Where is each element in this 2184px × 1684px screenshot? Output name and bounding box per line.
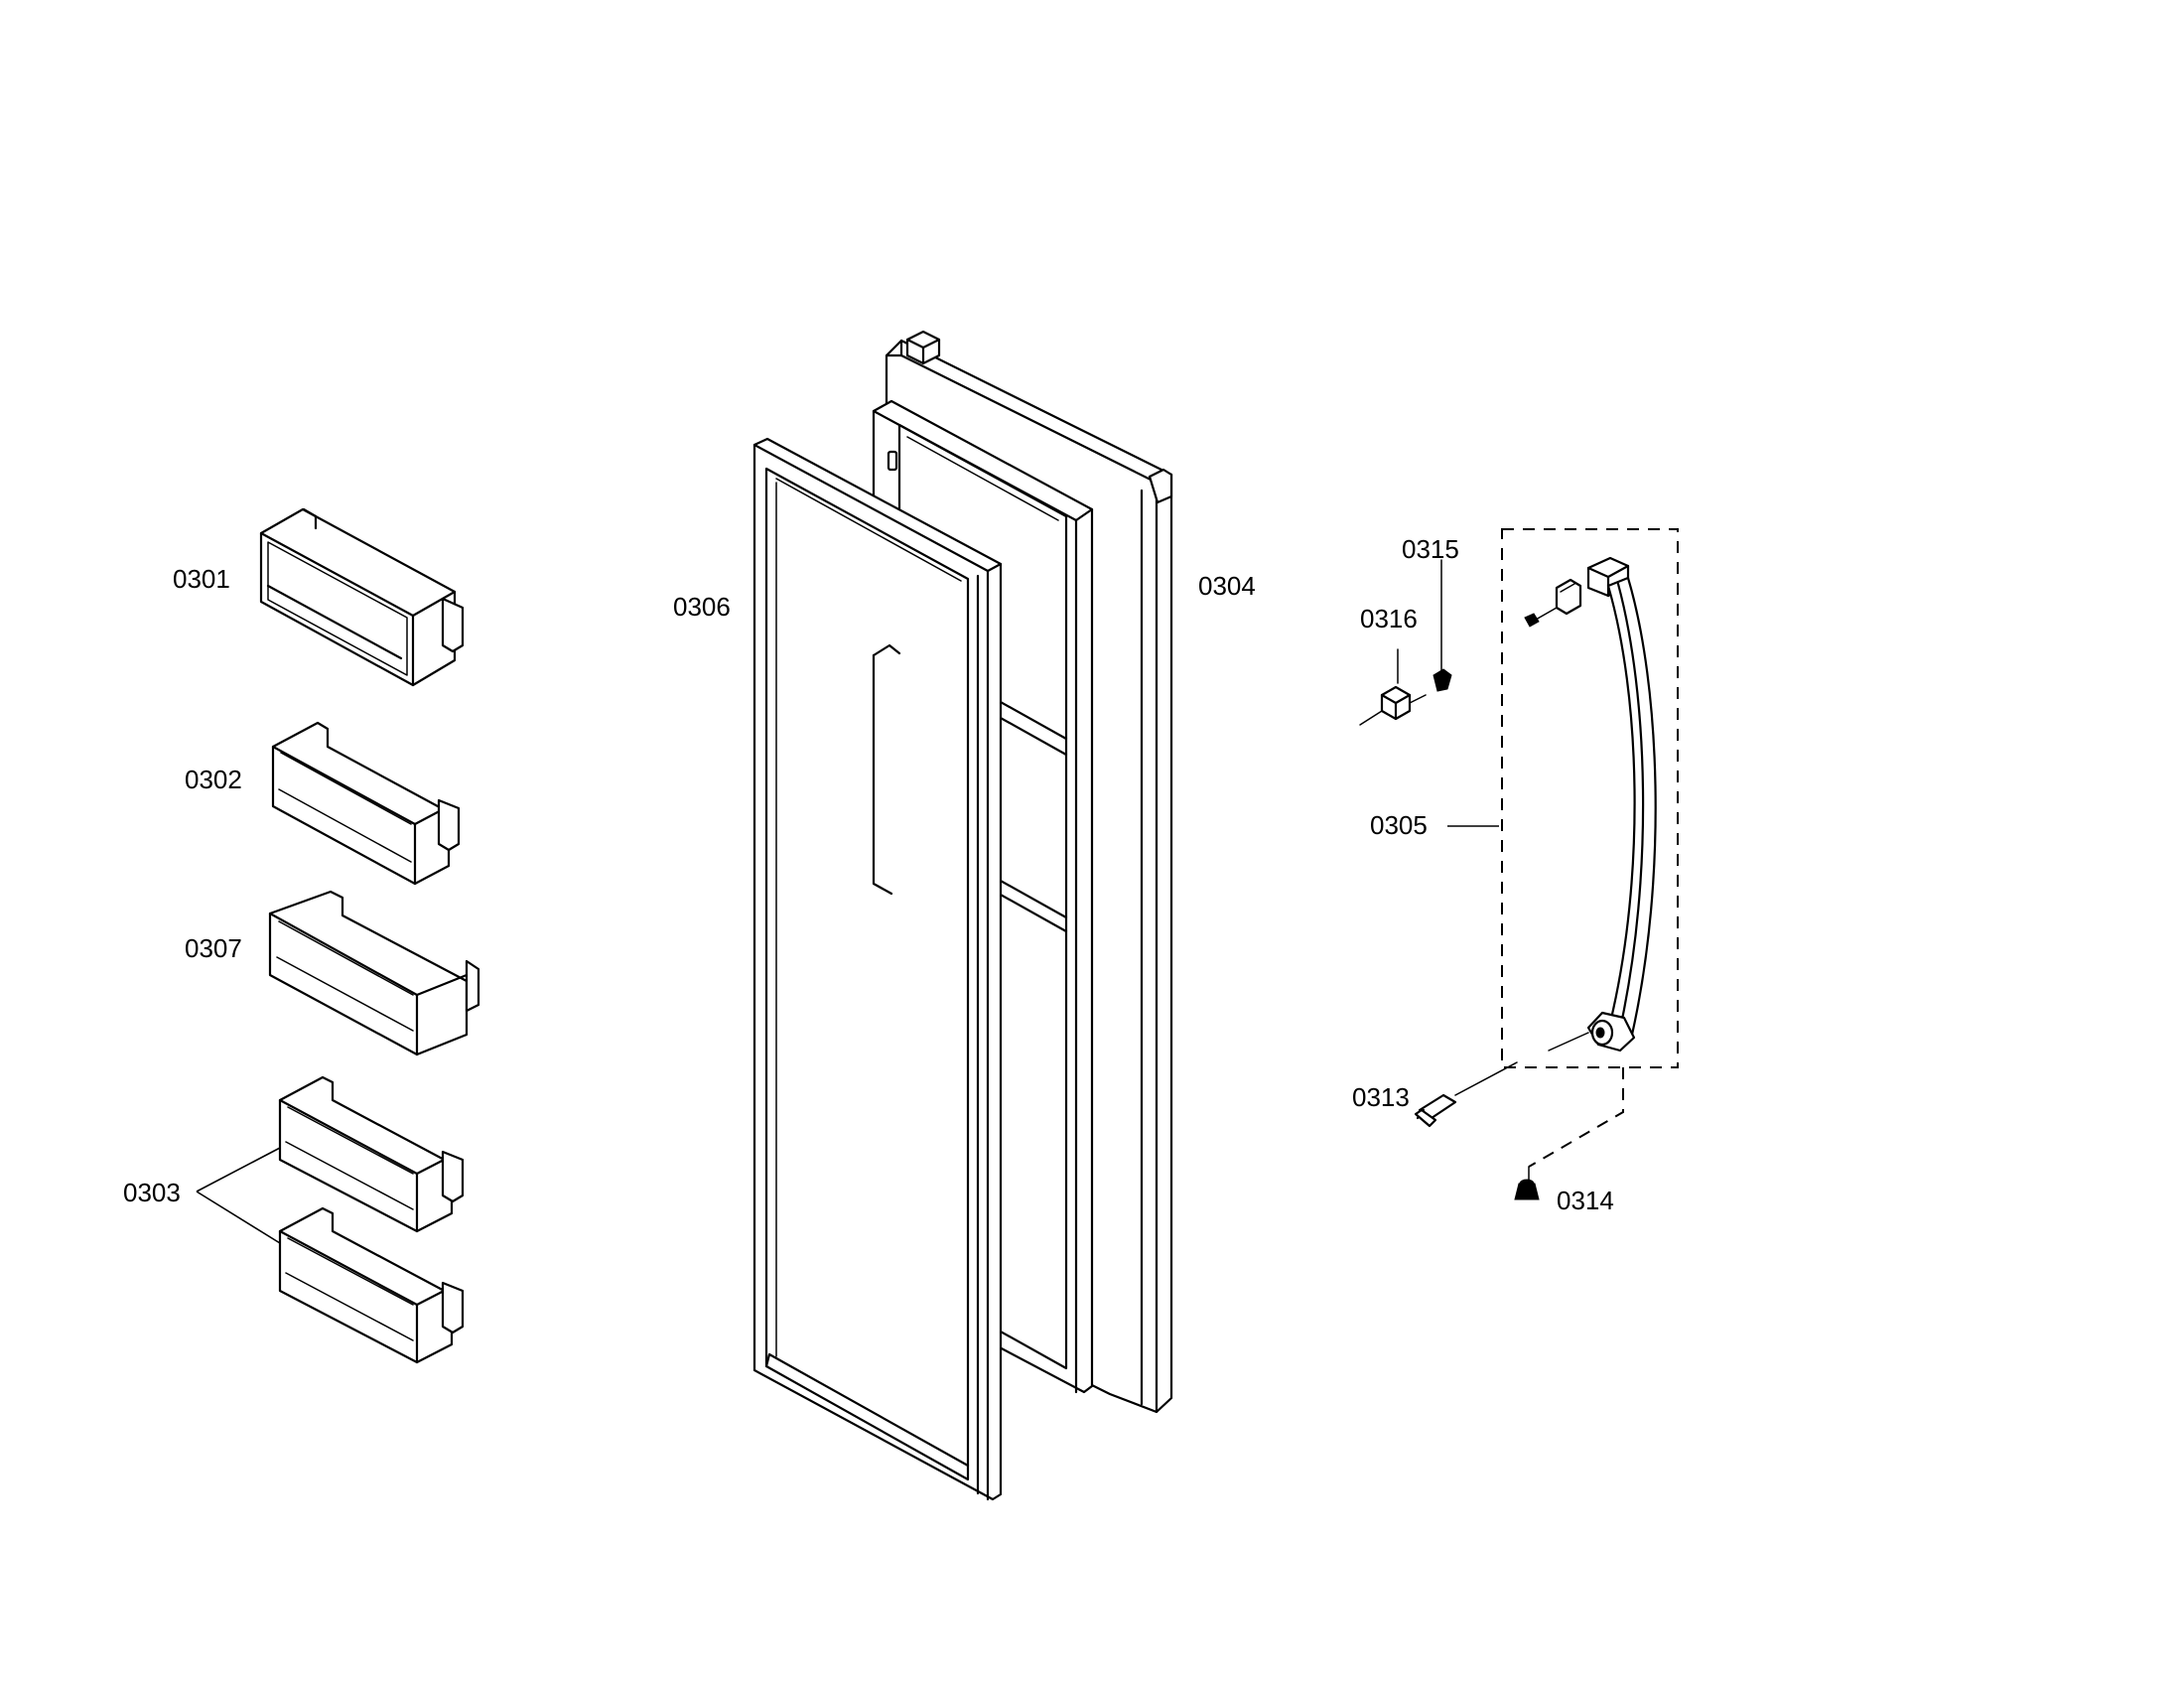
label-0314: 0314 [1557,1186,1614,1215]
part-labels: 0301 0302 0307 0303 0306 0304 0315 0316 … [123,534,1614,1215]
label-0303: 0303 [123,1178,181,1207]
label-0313: 0313 [1352,1082,1410,1112]
handle-boundary-extension [1528,1067,1624,1168]
label-0315: 0315 [1402,534,1459,564]
label-0304: 0304 [1198,571,1256,601]
cap-0314[interactable] [1514,1166,1540,1200]
label-0307: 0307 [185,933,242,963]
label-0306: 0306 [673,592,731,622]
label-0305: 0305 [1370,810,1428,840]
door-shelf-0302[interactable] [271,721,461,886]
handle-assembly-boundary [1501,528,1679,1068]
leader-lines [196,825,1499,1244]
pin-0313[interactable] [1414,1061,1518,1128]
door-shelf-0303-lower[interactable] [278,1206,465,1364]
label-0302: 0302 [185,765,242,794]
dairy-compartment-0301[interactable] [259,507,465,687]
door-gasket-0306[interactable] [752,437,1003,1501]
door-shelf-0307[interactable] [268,890,480,1056]
label-0316: 0316 [1360,604,1418,633]
door-handle-0305[interactable] [1524,556,1657,1052]
screw-0315[interactable] [1433,559,1452,692]
label-0301: 0301 [173,564,230,594]
bracket-0316[interactable] [1359,648,1427,726]
door-shelf-0303-upper[interactable] [278,1075,465,1233]
